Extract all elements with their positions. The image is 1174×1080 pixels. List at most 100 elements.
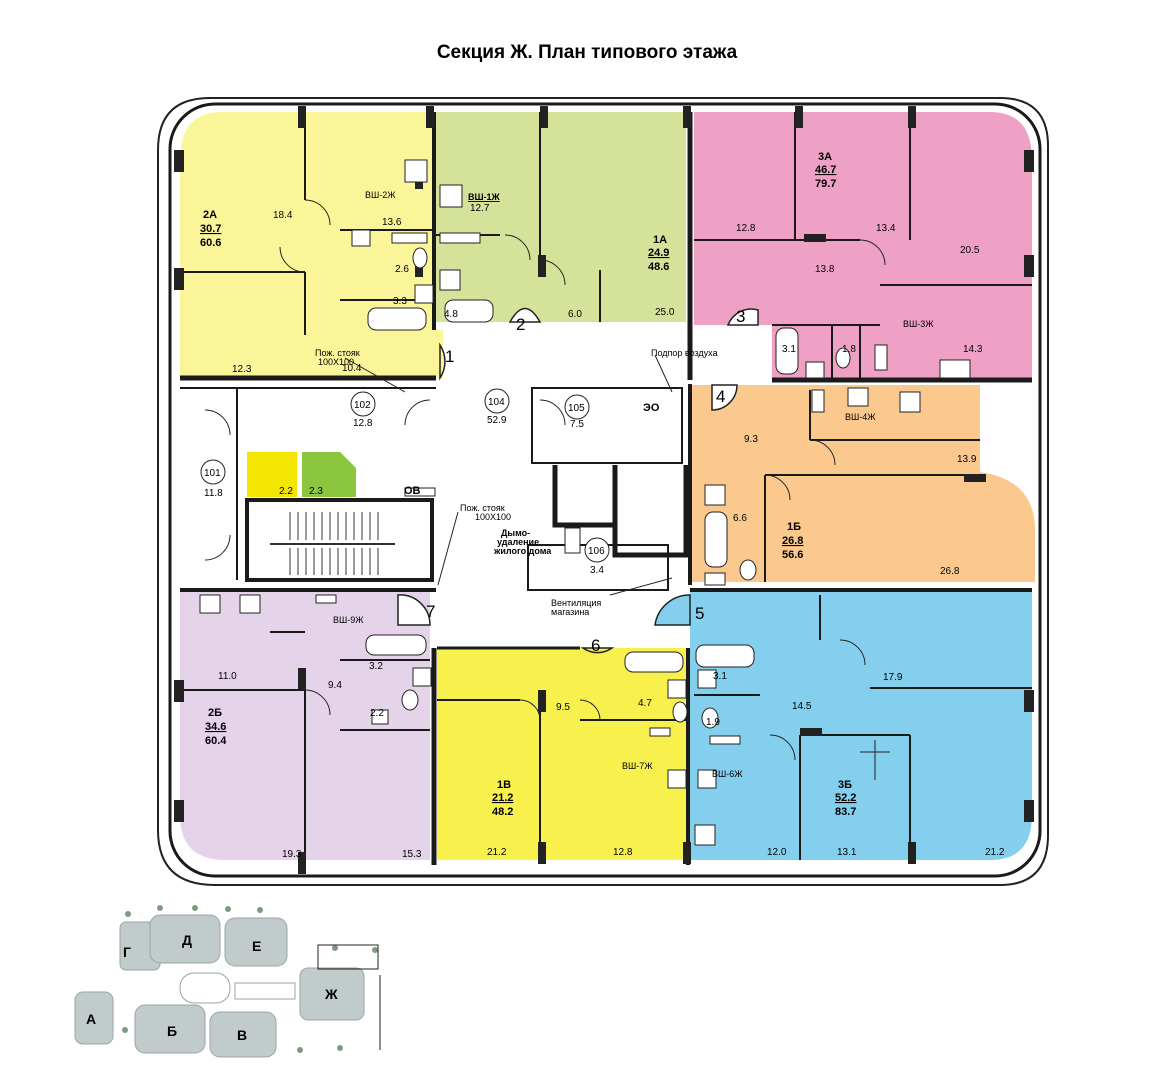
room-area: 10.4 bbox=[342, 363, 362, 374]
room-area: 13.6 bbox=[382, 217, 402, 228]
page-title: Секция Ж. План типового этажа bbox=[436, 42, 738, 63]
key-section: Д bbox=[182, 932, 192, 948]
common-room-id: 104 bbox=[488, 397, 505, 408]
smoke-label: Дымо- bbox=[501, 528, 530, 538]
fire-riser-label: 100Х100 bbox=[475, 512, 511, 522]
apartment-1a-zone bbox=[432, 112, 686, 322]
apartment-2b-total: 60.4 bbox=[205, 735, 227, 747]
room-area: 13.4 bbox=[876, 223, 896, 234]
apartment-1v-total: 48.2 bbox=[492, 806, 513, 818]
eo-label: ЭО bbox=[643, 402, 660, 414]
vent-label: Вентиляция bbox=[551, 598, 601, 608]
apartment-1b-living: 26.8 bbox=[782, 535, 803, 547]
apartment-2b-name: 2Б bbox=[208, 707, 222, 719]
apartment-1a-living: 24.9 bbox=[648, 247, 669, 259]
apartment-number: 7 bbox=[426, 602, 435, 621]
room-area: 13.9 bbox=[957, 454, 977, 465]
apartment-1b-zone bbox=[690, 385, 1035, 582]
apartment-1a-name: 1А bbox=[653, 234, 667, 246]
room-area: 6.6 bbox=[733, 513, 747, 524]
key-section: А bbox=[86, 1011, 96, 1027]
shaft-label: ВШ-6Ж bbox=[712, 769, 743, 779]
apartment-number: 6 bbox=[591, 636, 600, 655]
shaft-label: ВШ-7Ж bbox=[622, 761, 653, 771]
room-area: 19.3 bbox=[282, 849, 302, 860]
fire-riser-label: Пож. стояк bbox=[315, 348, 360, 358]
apartment-3a-total: 79.7 bbox=[815, 178, 836, 190]
common-room-area: 3.4 bbox=[590, 565, 604, 576]
smoke-label: жилого дома bbox=[493, 546, 552, 556]
apartment-number: 3 bbox=[736, 307, 745, 326]
room-area: 12.3 bbox=[232, 364, 252, 375]
room-area: 14.5 bbox=[792, 701, 812, 712]
room-area: 2.6 bbox=[395, 264, 409, 275]
room-area: 11.0 bbox=[218, 671, 237, 682]
fire-riser-label: Пож. стояк bbox=[460, 503, 505, 513]
room-area: 13.1 bbox=[837, 847, 857, 858]
key-section: Г bbox=[123, 944, 131, 960]
room-area: 3.2 bbox=[369, 661, 383, 672]
room-area: 12.8 bbox=[613, 847, 633, 858]
shaft-label: ВШ-2Ж bbox=[365, 190, 396, 200]
apartment-1v-name: 1В bbox=[497, 779, 511, 791]
storage-green bbox=[302, 452, 356, 497]
room-area: 2.2 bbox=[370, 708, 384, 719]
common-room-area: 52.9 bbox=[487, 415, 507, 426]
apartment-1b-total: 56.6 bbox=[782, 549, 803, 561]
apartment-2a-name: 2А bbox=[203, 209, 217, 221]
fire-riser-label: 100Х100 bbox=[318, 357, 354, 367]
shaft-label: ВШ-4Ж bbox=[845, 412, 876, 422]
room-area: 20.5 bbox=[960, 245, 980, 256]
common-room-id: 101 bbox=[204, 468, 221, 479]
apartment-1a-total: 48.6 bbox=[648, 261, 669, 273]
room-area: 4.8 bbox=[444, 309, 458, 320]
room-area: 25.0 bbox=[655, 307, 675, 318]
room-area: 4.7 bbox=[638, 698, 652, 709]
apartment-2b-living: 34.6 bbox=[205, 721, 226, 733]
room-area: 21.2 bbox=[985, 847, 1005, 858]
common-room-id: 106 bbox=[588, 546, 605, 557]
common-room-area: 7.5 bbox=[570, 419, 584, 430]
common-room-area: 11.8 bbox=[204, 488, 223, 499]
site-key-plan: А Б В Г Д Е Ж bbox=[74, 905, 381, 1058]
common-room-id: 102 bbox=[354, 400, 371, 411]
room-area: 1.9 bbox=[706, 717, 720, 728]
apartment-3a-living: 46.7 bbox=[815, 164, 836, 176]
apartment-1b-name: 1Б bbox=[787, 521, 801, 533]
apartment-number: 4 bbox=[716, 387, 725, 406]
apartment-2a-total: 60.6 bbox=[200, 237, 221, 249]
key-section: Е bbox=[252, 938, 261, 954]
shaft-label: ВШ-9Ж bbox=[333, 615, 364, 625]
key-section: В bbox=[237, 1027, 247, 1043]
apartment-1v-living: 21.2 bbox=[492, 792, 513, 804]
room-area: 21.2 bbox=[487, 847, 507, 858]
room-area: 12.8 bbox=[736, 223, 756, 234]
room-area: 1.8 bbox=[842, 344, 856, 355]
apartment-3a-name: 3А bbox=[818, 151, 832, 163]
common-room-id: 105 bbox=[568, 403, 585, 414]
room-area: 2.2 bbox=[279, 486, 293, 497]
apartment-number: 5 bbox=[695, 604, 704, 623]
apartment-3b-total: 83.7 bbox=[835, 806, 856, 818]
storage-yellow bbox=[247, 452, 297, 497]
apartment-3b-name: 3Б bbox=[838, 779, 852, 791]
apartment-3a-zone bbox=[694, 112, 1032, 378]
room-area: 12.7 bbox=[470, 203, 490, 214]
apartment-1v-zone bbox=[437, 648, 686, 860]
room-area: 12.0 bbox=[767, 847, 787, 858]
room-area: 9.3 bbox=[744, 434, 758, 445]
room-area: 17.9 bbox=[883, 672, 903, 683]
room-area: 6.0 bbox=[568, 309, 582, 320]
room-area: 14.3 bbox=[963, 344, 983, 355]
apartment-3b-living: 52.2 bbox=[835, 792, 856, 804]
common-room-area: 12.8 bbox=[353, 418, 373, 429]
key-section: Б bbox=[167, 1023, 177, 1039]
air-support-label: Подпор воздуха bbox=[651, 348, 718, 358]
room-area: 9.5 bbox=[556, 702, 570, 713]
smoke-label: удаление bbox=[497, 537, 539, 547]
apartment-number: 2 bbox=[516, 315, 525, 334]
vent-label: магазина bbox=[551, 607, 589, 617]
room-area: 9.4 bbox=[328, 680, 342, 691]
shaft-label: ВШ-3Ж bbox=[903, 319, 934, 329]
